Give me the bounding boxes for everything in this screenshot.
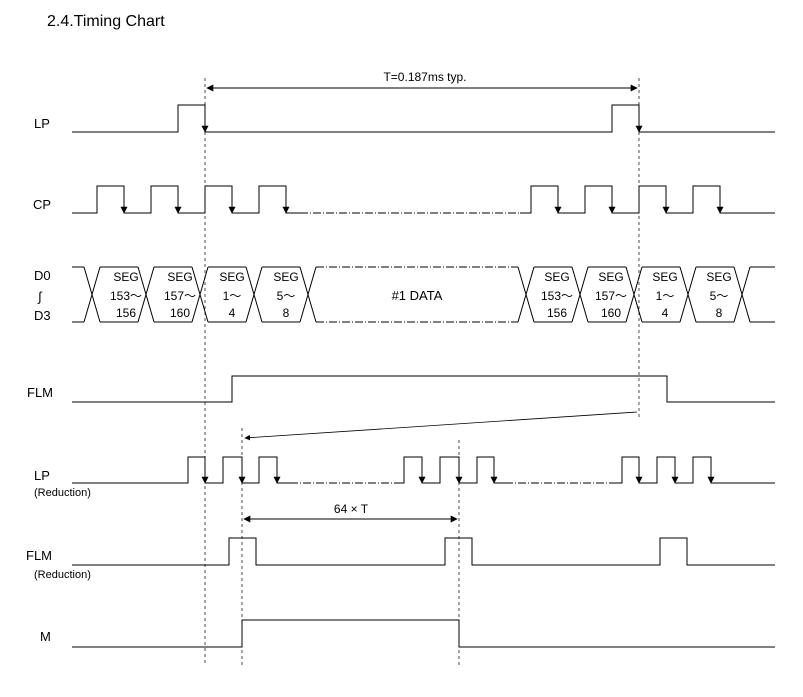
signal-label-flm-reduction: FLM <box>26 548 52 563</box>
reference-lines <box>204 78 640 665</box>
period-label: T=0.187ms typ. <box>383 70 466 84</box>
svg-text:SEG: SEG <box>598 270 623 284</box>
svg-text:157～: 157～ <box>164 289 196 303</box>
signal-label-d3: D3 <box>34 308 51 323</box>
svg-text:1～: 1～ <box>223 289 242 303</box>
data-segment: SEG 153～ 156 <box>541 270 573 320</box>
signal-sublabel-flm-reduction: (Reduction) <box>34 569 91 581</box>
svg-text:SEG: SEG <box>652 270 677 284</box>
svg-text:SEG: SEG <box>113 270 138 284</box>
svg-text:5～: 5～ <box>277 289 296 303</box>
svg-text:160: 160 <box>170 306 190 320</box>
svg-text:SEG: SEG <box>273 270 298 284</box>
waveform-lp <box>72 104 775 133</box>
svg-text:8: 8 <box>283 306 290 320</box>
signal-label-m: M <box>40 629 51 644</box>
svg-text:8: 8 <box>716 306 723 320</box>
svg-text:5～: 5～ <box>710 289 729 303</box>
svg-text:4: 4 <box>229 306 236 320</box>
svg-text:SEG: SEG <box>219 270 244 284</box>
data-segments: SEG 153～ 156 SEG 157～ 160 SEG 1～ 4 SEG 5… <box>110 270 732 320</box>
waveform-lp-reduction <box>72 456 775 484</box>
svg-text:153～: 153～ <box>541 289 573 303</box>
signal-label-cp: CP <box>33 197 51 212</box>
signal-label-lp-reduction: LP <box>34 468 50 483</box>
data-segment: SEG 157～ 160 <box>164 270 196 320</box>
data-segment: SEG 157～ 160 <box>595 270 627 320</box>
data-segment: SEG 5～ 8 <box>706 270 731 320</box>
data-bus-lines <box>72 266 775 323</box>
svg-text:1～: 1～ <box>656 289 675 303</box>
svg-text:156: 156 <box>547 306 567 320</box>
waveform-cp <box>72 185 775 214</box>
svg-text:156: 156 <box>116 306 136 320</box>
svg-text:160: 160 <box>601 306 621 320</box>
lp-edge-arrows <box>201 105 643 133</box>
svg-text:SEG: SEG <box>167 270 192 284</box>
waveform-flm-reduction <box>72 537 775 566</box>
span-label: 64 × T <box>334 502 369 516</box>
data-segment: SEG 1～ 4 <box>219 270 244 320</box>
waveform-flm <box>72 375 775 403</box>
data-segment: SEG 153～ 156 <box>110 270 142 320</box>
waveform-data-bus: #1 DATA SEG 153～ 156 SEG 157～ 160 SEG 1～… <box>72 266 775 323</box>
data-bus-middle-label: #1 DATA <box>392 288 443 303</box>
svg-text:SEG: SEG <box>706 270 731 284</box>
signal-label-lp: LP <box>34 116 50 131</box>
signal-label-d-separator: ∫ <box>37 289 43 304</box>
signal-label-d0: D0 <box>34 268 51 283</box>
svg-text:157～: 157～ <box>595 289 627 303</box>
svg-text:4: 4 <box>662 306 669 320</box>
svg-text:SEG: SEG <box>544 270 569 284</box>
data-segment: SEG 5～ 8 <box>273 270 298 320</box>
transfer-arrow <box>244 411 638 441</box>
page-title: 2.4.Timing Chart <box>47 13 165 30</box>
signal-label-flm: FLM <box>27 385 53 400</box>
svg-text:153～: 153～ <box>110 289 142 303</box>
waveform-m <box>72 619 775 648</box>
signal-sublabel-lp-reduction: (Reduction) <box>34 487 91 499</box>
data-segment: SEG 1～ 4 <box>652 270 677 320</box>
